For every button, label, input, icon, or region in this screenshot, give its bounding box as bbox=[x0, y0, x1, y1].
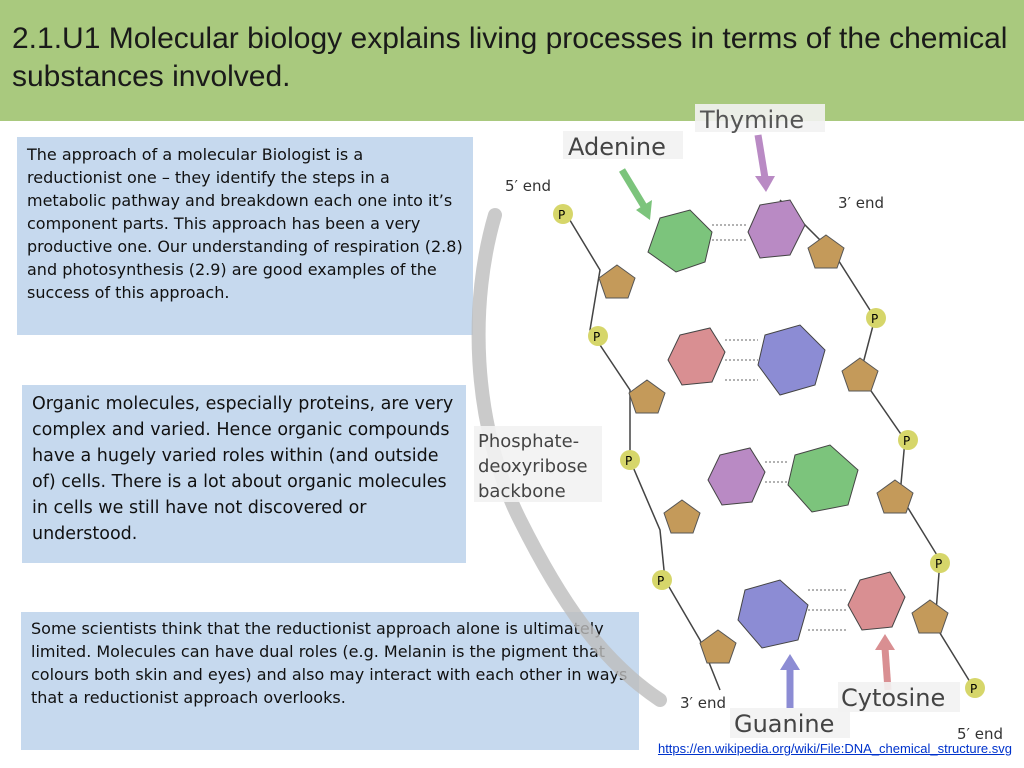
svg-text:P: P bbox=[593, 330, 600, 344]
five-prime-end-top-label: 5′ end bbox=[505, 177, 551, 195]
backbone-label-line-1: Phosphate- bbox=[478, 431, 579, 452]
backbone-highlight bbox=[471, 208, 667, 707]
five-prime-end-bottom-label: 5′ end bbox=[957, 725, 1003, 743]
paragraph-reductionism: The approach of a molecular Biologist is… bbox=[27, 145, 463, 302]
dna-structure-diagram: P P P P P P P P bbox=[471, 104, 1003, 743]
svg-text:P: P bbox=[625, 454, 632, 468]
three-prime-end-top-label: 3′ end bbox=[838, 194, 884, 212]
backbone-label-line-2: deoxyribose bbox=[478, 456, 588, 477]
adenine-base bbox=[787, 444, 859, 513]
svg-text:P: P bbox=[935, 557, 942, 571]
three-prime-end-bottom-label: 3′ end bbox=[680, 694, 726, 712]
svg-text:P: P bbox=[970, 682, 977, 696]
guanine-base bbox=[737, 579, 809, 649]
text-box-organic-molecules: Organic molecules, especially proteins, … bbox=[22, 385, 466, 563]
adenine-arrow bbox=[619, 168, 648, 210]
svg-text:P: P bbox=[903, 434, 910, 448]
slide-title: 2.1.U1 Molecular biology explains living… bbox=[12, 22, 1008, 93]
text-box-limitations: Some scientists think that the reduction… bbox=[21, 612, 639, 750]
svg-text:P: P bbox=[558, 208, 565, 222]
thymine-arrow bbox=[754, 134, 769, 179]
svg-text:P: P bbox=[871, 312, 878, 326]
title-bar: 2.1.U1 Molecular biology explains living… bbox=[0, 0, 1024, 121]
text-box-reductionism: The approach of a molecular Biologist is… bbox=[17, 137, 473, 335]
adenine-base bbox=[647, 209, 713, 273]
guanine-label: Guanine bbox=[734, 710, 834, 738]
backbone-label-line-3: backbone bbox=[478, 481, 566, 502]
guanine-base bbox=[757, 324, 826, 396]
svg-text:P: P bbox=[657, 574, 664, 588]
thymine-base bbox=[747, 199, 806, 259]
cytosine-label: Cytosine bbox=[841, 684, 945, 712]
paragraph-organic-molecules: Organic molecules, especially proteins, … bbox=[32, 394, 454, 544]
source-link[interactable]: https://en.wikipedia.org/wiki/File:DNA_c… bbox=[657, 741, 1012, 756]
phosphate-group: P P P P bbox=[866, 308, 985, 698]
paragraph-limitations: Some scientists think that the reduction… bbox=[31, 619, 628, 707]
thymine-base bbox=[707, 447, 766, 506]
adenine-label: Adenine bbox=[568, 133, 666, 161]
phosphate-group: P P P P bbox=[553, 204, 672, 590]
cytosine-base bbox=[847, 571, 906, 631]
thymine-label: Thymine bbox=[699, 106, 804, 134]
cytosine-base bbox=[667, 327, 726, 386]
deoxyribose-sugars bbox=[598, 234, 949, 664]
